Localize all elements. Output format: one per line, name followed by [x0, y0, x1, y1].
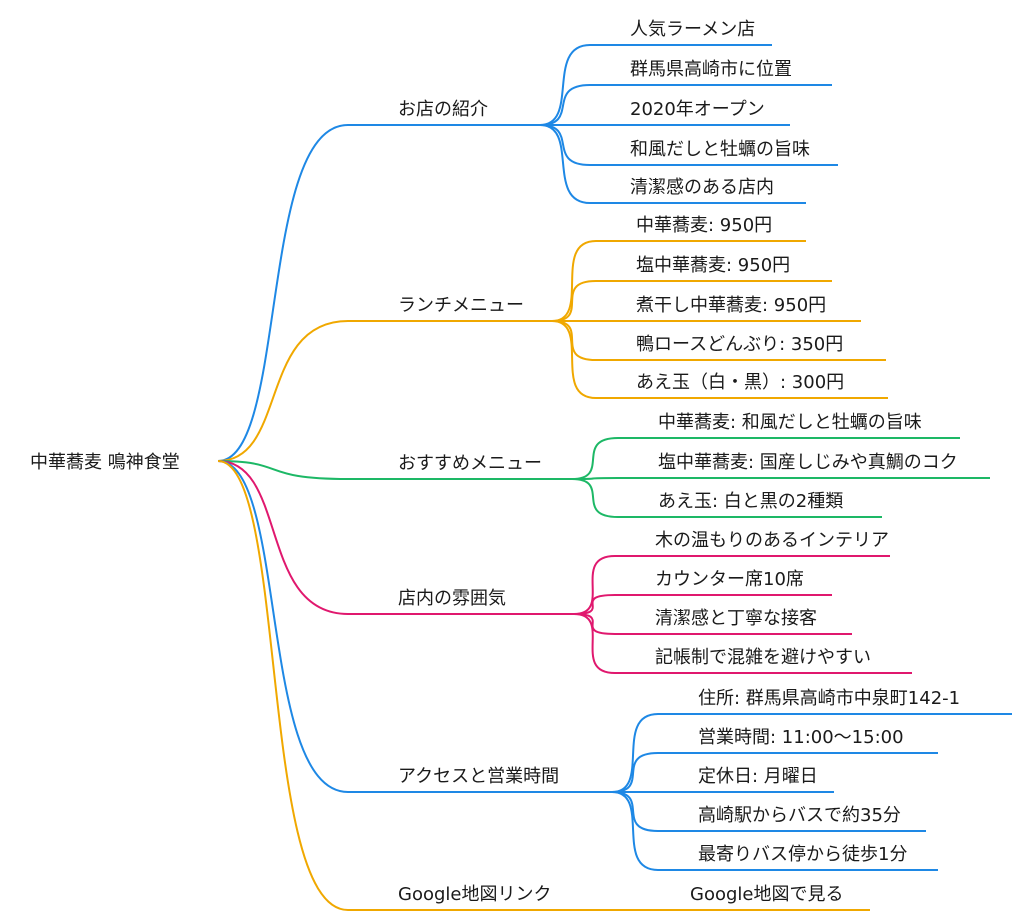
leaf-label: 営業時間: 11:00〜15:00 [698, 727, 904, 748]
root-node-label: 中華蕎麦 鳴神食堂 [30, 452, 180, 473]
leaf-label: あえ玉（白・黒）: 300円 [636, 372, 844, 393]
leaf-connector [573, 555, 890, 615]
leaf-connector [573, 613, 912, 674]
leaf-label: 人気ラーメン店 [630, 19, 755, 40]
leaf-label: 群馬県高崎市に位置 [630, 59, 792, 80]
leaf-label: 高崎駅からバスで約35分 [698, 805, 901, 826]
leaf-connector [539, 124, 838, 166]
leaf-connector [551, 320, 886, 361]
leaf-connector [551, 280, 832, 322]
leaf-label: 塩中華蕎麦: 950円 [636, 255, 790, 276]
leaf-label: 中華蕎麦: 950円 [636, 215, 772, 236]
branch-label: Google地図リンク [398, 884, 551, 905]
leaf-label: あえ玉: 白と黒の2種類 [658, 491, 843, 512]
leaf-connector [571, 437, 960, 480]
leaf-label: 清潔感のある店内 [630, 177, 774, 198]
leaf-label: 鴨ロースどんぶり: 350円 [636, 334, 843, 355]
leaf-connector [571, 477, 990, 480]
branch-label: アクセスと営業時間 [398, 766, 559, 787]
leaf-label: 和風だしと牡蠣の旨味 [630, 139, 810, 160]
leaf-label: 最寄りバス停から徒歩1分 [698, 844, 907, 865]
branch-connector [217, 460, 574, 615]
leaf-label: 住所: 群馬県高崎市中泉町142-1 [698, 688, 960, 709]
branch-connector [217, 460, 572, 480]
leaf-label: 2020年オープン [630, 99, 765, 120]
leaf-connector [539, 124, 806, 204]
leaf-connector [539, 84, 832, 126]
leaf-connector [611, 713, 1012, 793]
leaf-label: 清潔感と丁寧な接客 [655, 608, 817, 629]
leaf-connector [551, 320, 888, 399]
leaf-connector [573, 613, 852, 635]
leaf-label: 塩中華蕎麦: 国産しじみや真鯛のコク [658, 452, 958, 473]
leaf-label: 木の温もりのあるインテリア [655, 530, 889, 551]
leaf-label: 記帳制で混雑を避けやすい [655, 647, 871, 668]
leaf-connector [611, 791, 926, 832]
leaf-connector [573, 594, 832, 615]
branch-connector [217, 320, 552, 462]
branch-label: ランチメニュー [398, 295, 524, 316]
branch-connector [217, 124, 540, 462]
leaf-connector [539, 44, 772, 126]
branch-label: 店内の雰囲気 [398, 588, 506, 609]
leaf-connector [551, 240, 806, 322]
branch-connector [217, 460, 580, 911]
leaf-label: Google地図で見る [690, 884, 843, 905]
branch-connector [217, 460, 612, 793]
leaf-label: 定休日: 月曜日 [698, 766, 818, 787]
branch-label: お店の紹介 [398, 99, 488, 120]
leaf-connector [611, 791, 938, 871]
leaf-connector [611, 752, 938, 793]
connector-lines [217, 44, 1012, 912]
leaf-label: カウンター席10席 [655, 569, 804, 590]
leaf-label: 中華蕎麦: 和風だしと牡蠣の旨味 [658, 412, 922, 433]
branch-label: おすすめメニュー [398, 453, 542, 474]
leaf-connector [571, 478, 882, 518]
leaf-label: 煮干し中華蕎麦: 950円 [636, 295, 826, 316]
